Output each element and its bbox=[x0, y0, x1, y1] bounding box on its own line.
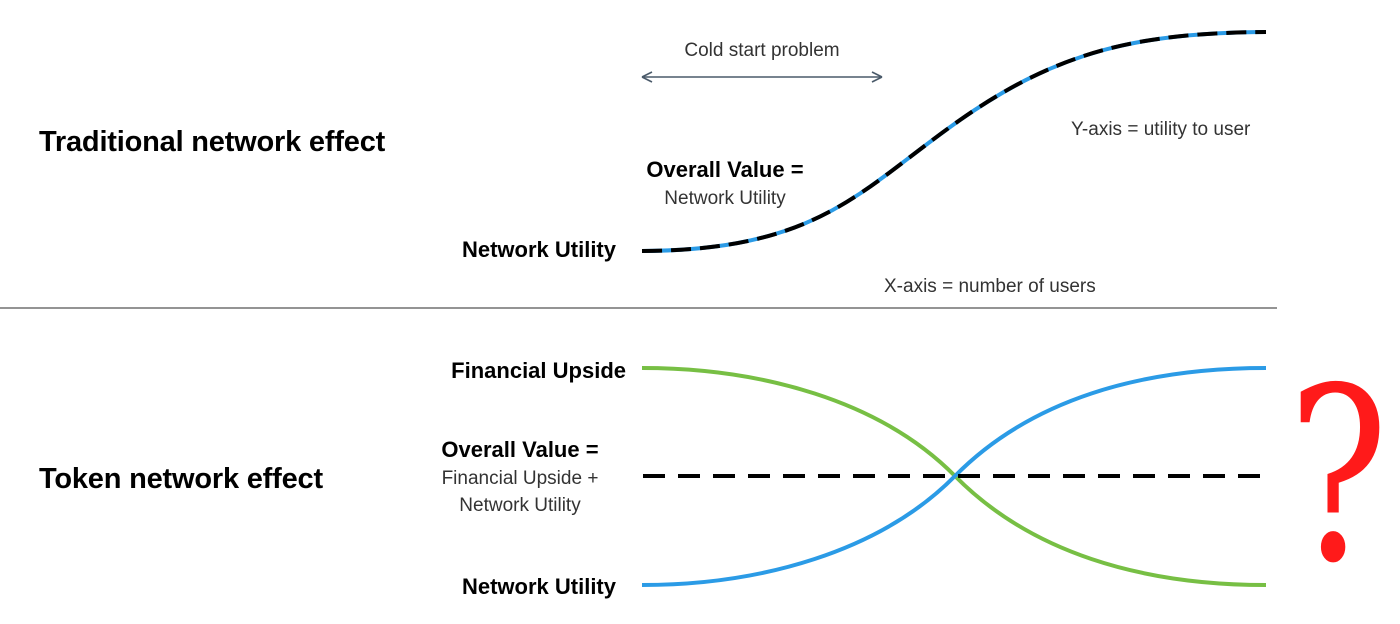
traditional-heading: Traditional network effect bbox=[39, 126, 386, 158]
token-network-utility-curve bbox=[641, 366, 1267, 587]
token-heading: Token network effect bbox=[39, 463, 323, 495]
token-network-utility-label: Network Utility bbox=[461, 574, 616, 599]
y-axis-note: Y-axis = utility to user bbox=[1071, 119, 1251, 140]
traditional-network-utility-label: Network Utility bbox=[461, 237, 616, 262]
traditional-overall-value-title: Overall Value = bbox=[646, 157, 804, 182]
token-overall-value-desc-line1: Financial Upside + bbox=[441, 468, 599, 489]
traditional-overall-value-desc: Network Utility bbox=[664, 188, 786, 209]
cold-start-arrow bbox=[641, 71, 883, 83]
token-overall-value-desc-line2: Network Utility bbox=[459, 495, 581, 516]
cold-start-label: Cold start problem bbox=[684, 40, 840, 61]
traditional-utility-curve bbox=[641, 30, 1267, 253]
question-mark-icon: ? bbox=[1288, 336, 1389, 616]
token-overall-value-title: Overall Value = bbox=[441, 437, 599, 462]
traditional-overall-value-dash bbox=[641, 30, 1267, 253]
financial-upside-label: Financial Upside bbox=[451, 358, 626, 383]
x-axis-note: X-axis = number of users bbox=[884, 276, 1096, 297]
